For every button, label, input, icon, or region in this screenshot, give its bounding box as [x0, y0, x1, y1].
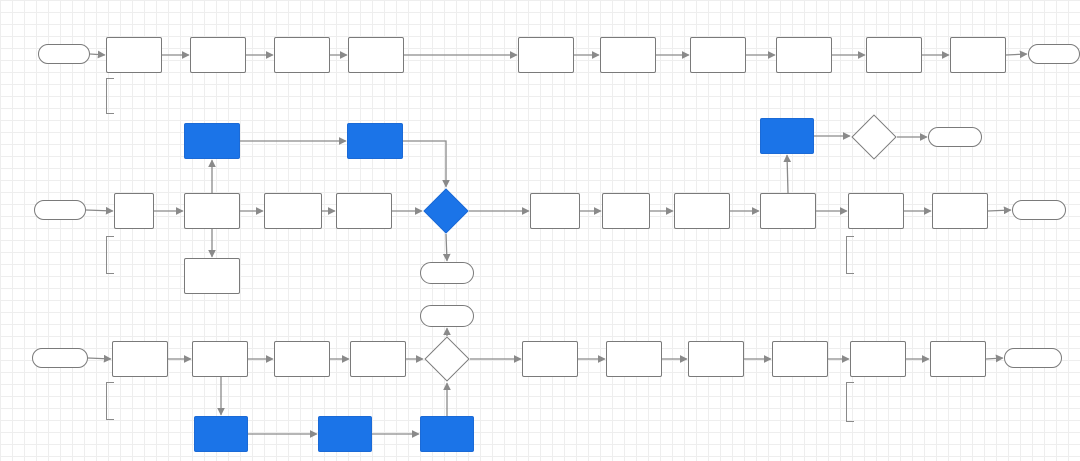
decision-diamond [851, 114, 897, 160]
connector-arrow [87, 354, 112, 363]
process-step-node [190, 37, 246, 73]
terminal-node [928, 127, 982, 147]
process-step-node [112, 341, 168, 377]
connector-arrow [987, 206, 1012, 215]
process-step-node [530, 193, 580, 229]
process-step-node [602, 193, 650, 229]
terminal-node [1012, 200, 1066, 220]
connector-arrow [89, 50, 106, 59]
process-step-node [518, 37, 574, 73]
connector-arrow [783, 154, 792, 194]
terminal-node [420, 262, 474, 284]
highlighted-step-node [420, 416, 474, 452]
process-step-node [350, 341, 406, 377]
connector-arrow [403, 140, 450, 188]
connector-arrow [85, 206, 114, 215]
process-step-node [274, 341, 330, 377]
process-step-node [184, 258, 240, 294]
process-step-node [848, 193, 904, 229]
process-step-node [930, 341, 986, 377]
process-step-node [950, 37, 1006, 73]
annotation-bracket [846, 236, 854, 274]
process-step-node [772, 341, 828, 377]
process-step-node [600, 37, 656, 73]
terminal-node [1004, 348, 1062, 368]
terminal-node [420, 305, 474, 327]
process-step-node [776, 37, 832, 73]
diamond-shape [423, 188, 469, 234]
process-step-node [184, 193, 240, 229]
terminal-node [34, 200, 86, 220]
process-step-node [674, 193, 730, 229]
diamond-shape [424, 336, 470, 382]
connector-arrow [985, 354, 1004, 363]
terminal-node [32, 348, 88, 368]
annotation-bracket [846, 382, 854, 422]
process-step-node [866, 37, 922, 73]
process-step-node [264, 193, 322, 229]
highlighted-step-node [194, 416, 248, 452]
process-step-node [850, 341, 906, 377]
decision-diamond [424, 336, 470, 382]
process-step-node [336, 193, 392, 229]
highlighted-step-node [760, 118, 814, 154]
highlighted-step-node [318, 416, 372, 452]
connector-arrow [1005, 50, 1028, 59]
process-step-node [690, 37, 746, 73]
process-step-node [274, 37, 330, 73]
process-step-node [606, 341, 662, 377]
process-step-node [106, 37, 162, 73]
process-step-node [688, 341, 744, 377]
decision-diamond [423, 188, 469, 234]
terminal-node [38, 44, 90, 64]
process-step-node [932, 193, 988, 229]
process-step-node [522, 341, 578, 377]
highlighted-step-node [184, 123, 240, 159]
highlighted-step-node [347, 123, 403, 159]
process-step-node [760, 193, 816, 229]
annotation-bracket [106, 236, 114, 274]
process-step-node [348, 37, 404, 73]
process-step-node [192, 341, 248, 377]
diamond-shape [851, 114, 897, 160]
terminal-node [1028, 44, 1080, 64]
connector-arrow [442, 233, 451, 262]
annotation-bracket [106, 78, 114, 114]
process-step-node [114, 193, 154, 229]
annotation-bracket [106, 382, 114, 420]
